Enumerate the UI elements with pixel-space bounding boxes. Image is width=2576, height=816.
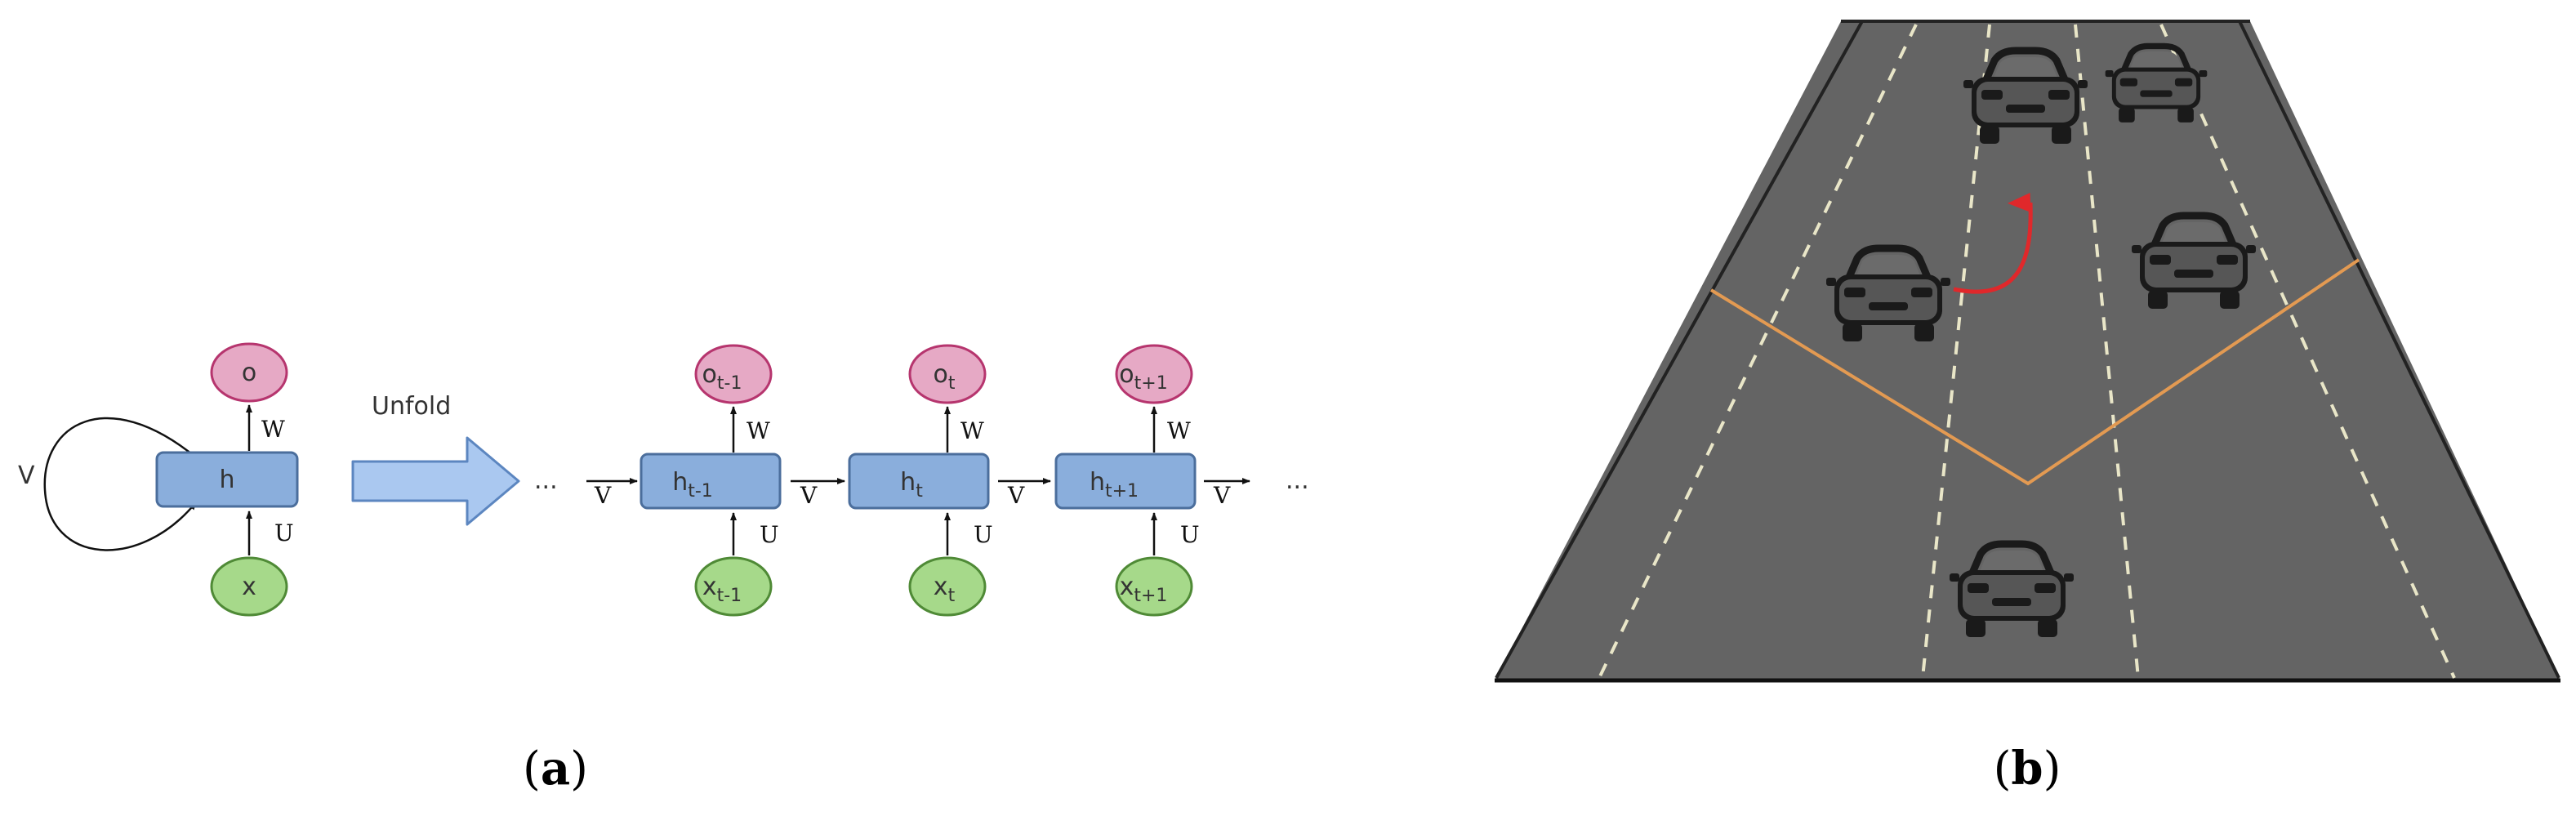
panel-a-rnn-unfold: V h o x W U Unfold ... ... V V: [18, 342, 1309, 796]
output-node-t-plus-1: [1115, 344, 1193, 404]
step-t: ht ot xt W U: [848, 344, 993, 617]
unfold-label: Unfold: [372, 392, 451, 421]
u-label-t: U: [974, 521, 993, 548]
road-right-edge: [2238, 20, 2560, 679]
folded-hidden-label: h: [219, 466, 234, 494]
step-t-minus-1: ht-1 ot-1 xt-1 W U: [640, 344, 782, 617]
output-node-t-minus-1: [694, 344, 773, 404]
output-label-t: ot: [934, 360, 956, 394]
u-label-t-plus-1: U: [1180, 521, 1200, 548]
lane-change-trajectory-arrow: [1953, 193, 2033, 294]
hidden-node-t-minus-1: [640, 453, 782, 510]
hidden-label-t-minus-1: ht-1: [672, 468, 713, 502]
hidden-label-t: ht: [900, 468, 923, 502]
output-label-t-plus-1: ot+1: [1119, 360, 1167, 394]
input-label-t: xt: [934, 573, 956, 606]
folded-output-label: o: [242, 359, 256, 387]
folded-input-label: x: [242, 573, 256, 601]
v-label-2: V: [1007, 482, 1025, 509]
road-surface: [1495, 21, 2560, 680]
road-left-edge: [1495, 20, 1864, 679]
folded-u-label: U: [274, 519, 294, 546]
lane-line-4: [2159, 24, 2456, 679]
folded-output-node: [210, 342, 288, 403]
panel-b-highway-scene: (b): [1495, 20, 2560, 796]
w-label-t-plus-1: W: [1167, 417, 1191, 444]
recurrent-loop-arrow: [43, 417, 197, 551]
hidden-node-t-plus-1: [1054, 453, 1197, 510]
lane-markings: [1598, 24, 2456, 679]
folded-rnn: V h o x W U: [18, 342, 299, 617]
v-label-1: V: [800, 482, 818, 509]
caption-b: (b): [1994, 742, 2061, 796]
lane-line-3: [2074, 24, 2140, 679]
field-of-view-lines: [1709, 258, 2360, 486]
input-label-t-plus-1: xt+1: [1120, 573, 1168, 606]
unfold-block-arrow: [351, 436, 520, 526]
unfold-arrow: Unfold: [351, 392, 520, 526]
unrolled-rnn: ... ... V V V V ht-1 ot-1 xt-1 W: [534, 344, 1309, 617]
ellipsis-right: ...: [1286, 466, 1309, 495]
v-label-in: V: [594, 482, 612, 509]
folded-v-label: V: [18, 462, 35, 490]
u-label-t-minus-1: U: [760, 521, 779, 548]
output-node-t: [908, 344, 987, 404]
input-node-t-minus-1: [694, 556, 773, 617]
folded-w-label: W: [261, 416, 285, 443]
step-t-plus-1: ht+1 ot+1 xt+1 W U: [1054, 344, 1200, 617]
folded-input-node: [210, 556, 288, 617]
input-node-t-plus-1: [1115, 556, 1193, 617]
output-label-t-minus-1: ot-1: [702, 360, 742, 394]
hidden-node-t: [848, 453, 990, 510]
folded-hidden-node: [155, 451, 299, 508]
lane-line-2: [1921, 24, 1991, 679]
input-label-t-minus-1: xt-1: [702, 573, 742, 606]
caption-a: (a): [523, 742, 588, 796]
w-label-t: W: [960, 417, 984, 444]
w-label-t-minus-1: W: [747, 417, 770, 444]
hidden-label-t-plus-1: ht+1: [1090, 468, 1139, 502]
v-label-out: V: [1213, 482, 1231, 509]
input-node-t: [908, 556, 987, 617]
ellipsis-left: ...: [534, 466, 558, 495]
